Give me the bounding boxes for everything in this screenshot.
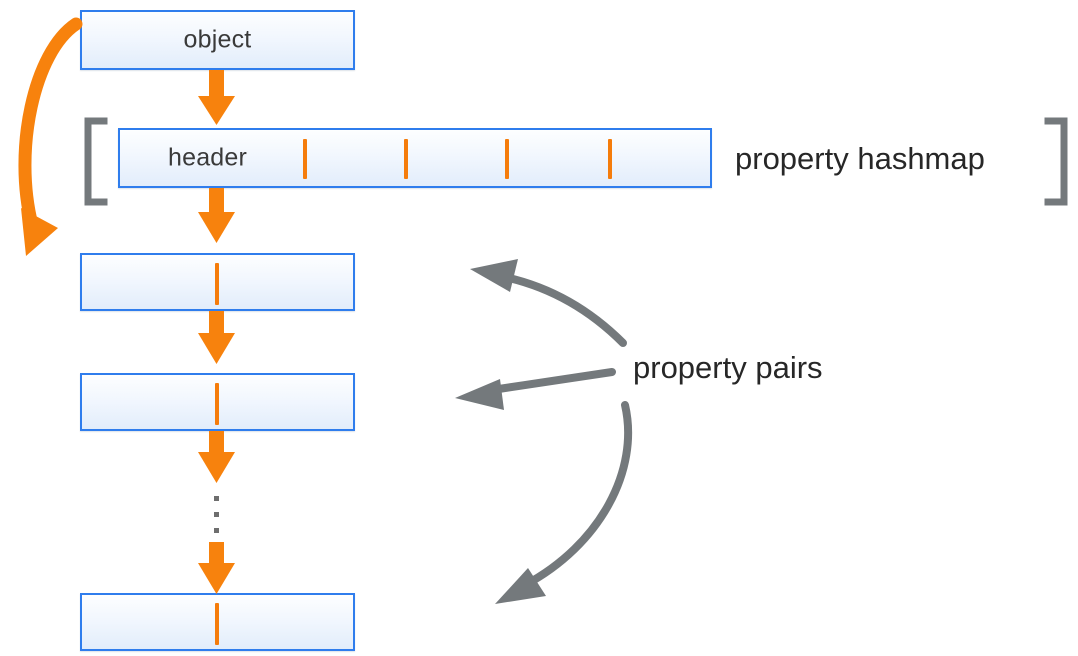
arrow-pairs-to-pair3-icon [495,401,633,604]
object-box: object [80,10,355,70]
hashmap-slot-tick-2 [404,139,408,179]
hashmap-slot-tick-1 [303,139,307,179]
bracket-close-icon [1044,117,1068,206]
arrow-object-to-hashmap-icon [198,70,235,125]
property-pair-box-1 [80,253,355,311]
property-pair-divider-3 [215,603,219,645]
header-label: header [168,143,248,172]
object-box-label: object [183,25,252,54]
arrow-hashmap-to-pair1-icon [198,188,235,243]
bracket-open-icon [84,117,108,206]
arrow-object-to-pair1-curved-icon [18,17,83,256]
ellipsis-dot-2 [214,512,219,517]
hashmap-slot-tick-4 [608,139,612,179]
arrow-pairs-to-pair1-icon [470,259,627,347]
hashmap-slot-tick-3 [505,139,509,179]
property-pair-divider-1 [215,263,219,305]
arrow-ellipsis-to-pair3-icon [198,542,235,594]
property-hashmap-box: header [118,128,712,188]
property-pair-divider-2 [215,383,219,425]
ellipsis-dot-3 [214,528,219,533]
ellipsis-dot-1 [214,496,219,501]
property-hashmap-label: property hashmap [735,141,985,176]
arrow-pairs-to-pair2-icon [455,368,616,410]
arrow-pair2-to-ellipsis-icon [198,431,235,483]
property-pair-box-3 [80,593,355,651]
arrow-pair1-to-pair2-icon [198,311,235,364]
property-pair-box-2 [80,373,355,431]
property-pairs-label: property pairs [633,350,823,385]
